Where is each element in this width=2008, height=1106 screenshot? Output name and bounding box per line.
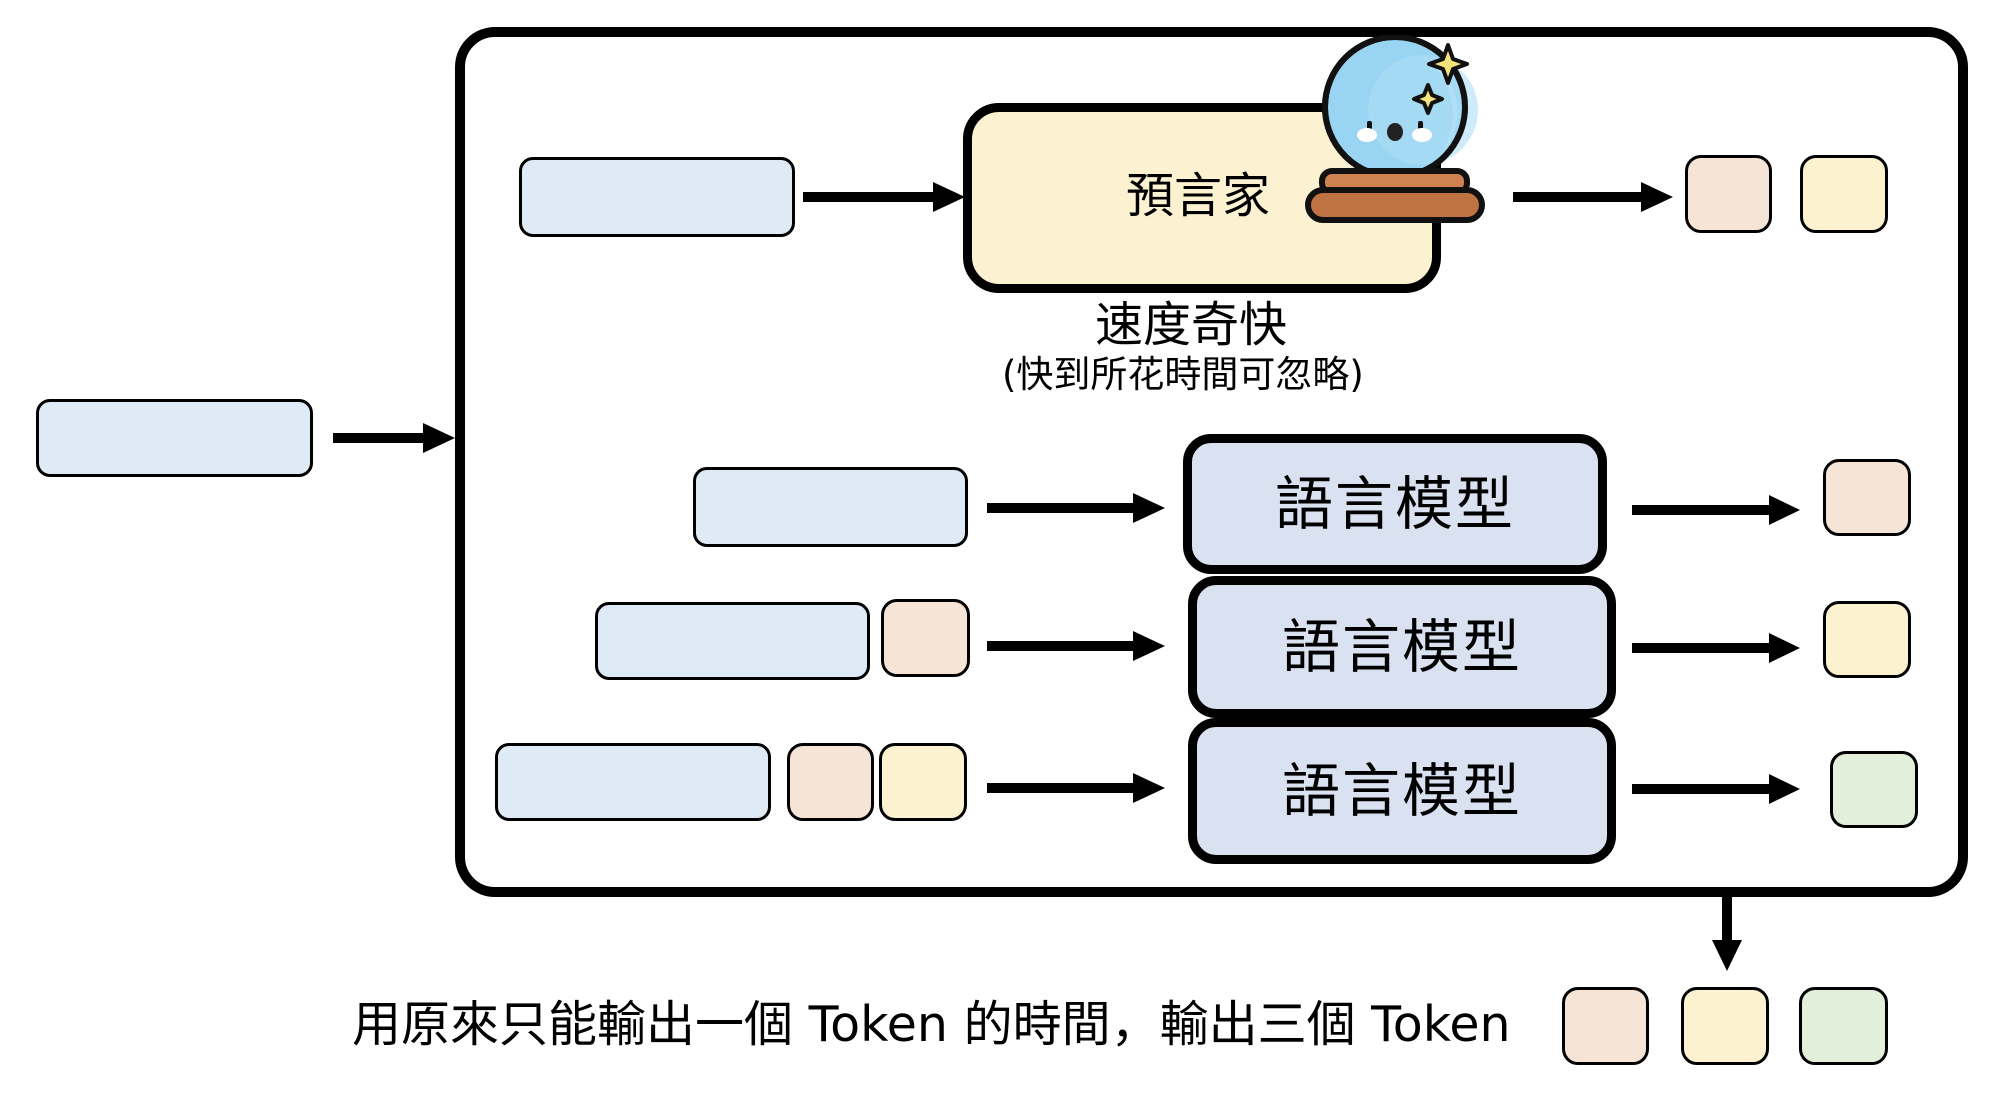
language-model-box-3: 語言模型 [1188, 718, 1616, 864]
language-model-box-1: 語言模型 [1183, 434, 1607, 574]
row3-arrow-out [1632, 774, 1800, 804]
final-output-token-3 [1799, 987, 1888, 1065]
row1-arrow-out [1632, 495, 1800, 525]
row3-input-token-1 [787, 743, 874, 821]
final-output-token-1 [1562, 987, 1649, 1065]
crystal-ball-icon [1305, 35, 1485, 223]
final-output-token-2 [1681, 987, 1769, 1065]
arrow-to-final-output [1712, 897, 1742, 971]
language-model-label-2: 語言模型 [1281, 613, 1522, 681]
row3-input-token-2 [879, 743, 967, 821]
row1-arrow-in [987, 493, 1165, 523]
row1-input-context [693, 467, 968, 547]
oracle-input-context [519, 157, 795, 237]
arrow-from-oracle [1513, 182, 1673, 212]
oracle-output-token-2 [1800, 155, 1888, 233]
arrow-to-oracle [803, 182, 965, 212]
row2-output-token [1823, 601, 1911, 678]
row3-input-context [495, 743, 771, 821]
row3-output-token [1830, 751, 1918, 828]
language-model-box-2: 語言模型 [1188, 576, 1616, 718]
language-model-label-3: 語言模型 [1281, 757, 1522, 825]
oracle-output-token-1 [1685, 155, 1772, 233]
speculative-decoding-frame [455, 27, 1968, 897]
row2-input-token-1 [881, 599, 970, 677]
initial-context-block [36, 399, 313, 477]
row2-input-context [595, 602, 870, 680]
oracle-speed-label: 速度奇快 [1095, 297, 1288, 353]
oracle-label: 預言家 [1126, 168, 1271, 224]
oracle-speed-note: (快到所花時間可忽略) [1002, 353, 1364, 396]
caption: 用原來只能輸出一個 Token 的時間，輸出三個 Token [352, 996, 1511, 1053]
row1-output-token [1823, 459, 1911, 536]
row2-arrow-in [987, 631, 1165, 661]
row3-arrow-in [987, 773, 1165, 803]
row2-arrow-out [1632, 633, 1800, 663]
language-model-label-1: 語言模型 [1274, 470, 1515, 538]
arrow-into-system [333, 423, 455, 453]
